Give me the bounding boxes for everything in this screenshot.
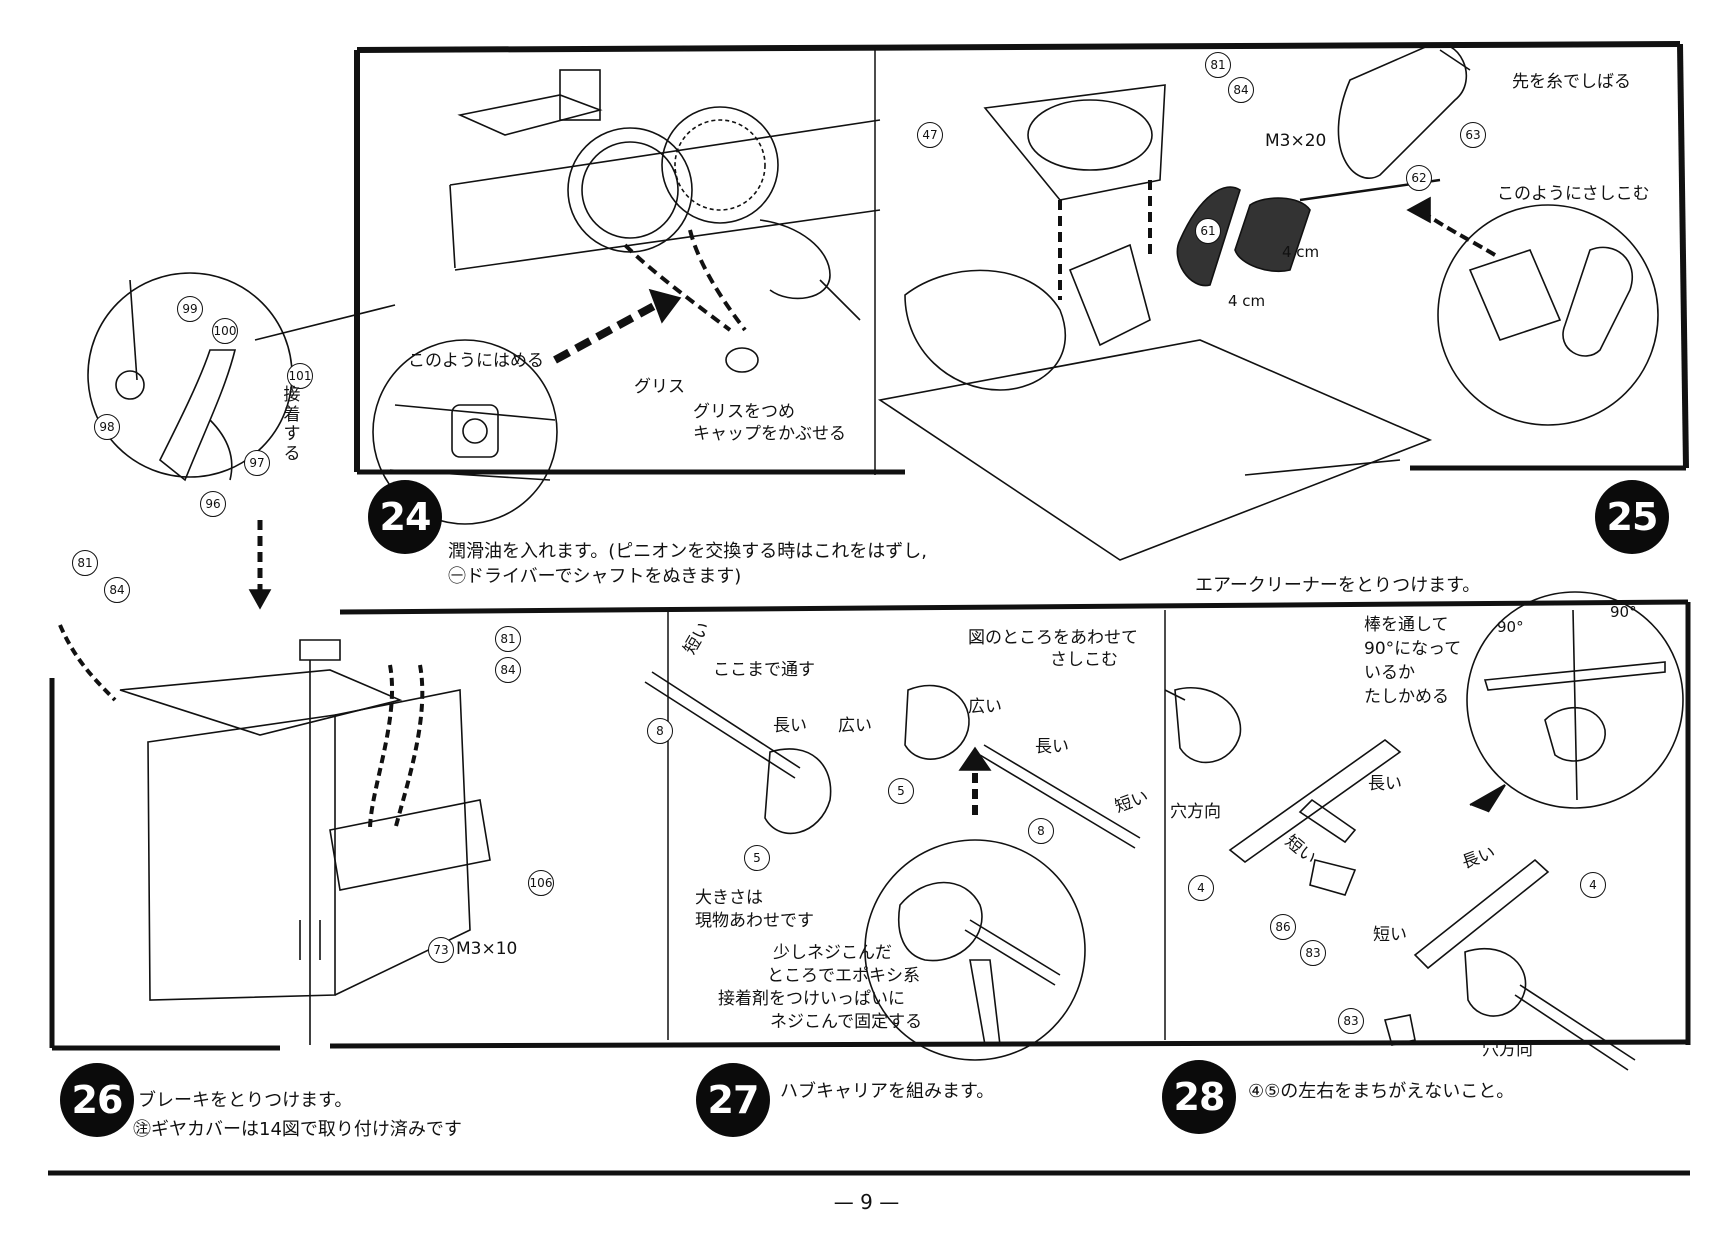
short-label-d: 短い — [1373, 925, 1407, 945]
step-25-caption: エアークリーナーをとりつけます。 — [1195, 575, 1481, 596]
match-label-line1: 図のところをあわせて — [968, 628, 1138, 648]
part-97: 97 — [244, 450, 270, 476]
cap-instruction-line2: キャップをかぶせる — [693, 424, 846, 444]
part-101: 101 — [287, 363, 313, 389]
part-62: 62 — [1406, 165, 1432, 191]
part-47: 47 — [917, 122, 943, 148]
step-24-caption-line2: ㊀ドライバーでシャフトをぬきます) — [448, 566, 742, 587]
part-8-right: 8 — [1028, 818, 1054, 844]
part-106: 106 — [528, 870, 554, 896]
part-5-left: 5 — [744, 845, 770, 871]
part-84: 84 — [1228, 77, 1254, 103]
through-label: ここまで通す — [713, 660, 815, 680]
epoxy-note-line4: ネジこんで固定する — [770, 1012, 923, 1032]
part-8-left: 8 — [647, 718, 673, 744]
length-4cm-b: 4 cm — [1228, 292, 1266, 310]
part-83-lower: 83 — [1338, 1008, 1364, 1034]
screw-m3x20-label: M3×20 — [1265, 131, 1327, 151]
step26-drawing — [58, 272, 491, 1045]
part-81-right: 81 — [495, 626, 521, 652]
part-96: 96 — [200, 491, 226, 517]
wide-label-a: 広い — [838, 716, 872, 736]
part-83-upper: 83 — [1300, 940, 1326, 966]
step27-drawing — [644, 671, 1141, 1061]
long-label-a: 長い — [773, 716, 807, 736]
size-note-line2: 現物あわせです — [695, 911, 814, 931]
angle-right-label: 90° — [1610, 603, 1637, 621]
step-26-badge: 26 — [60, 1063, 134, 1137]
grease-label: グリス — [634, 377, 685, 397]
step-24-caption-line1: 潤滑油を入れます。(ピニオンを交換する時はこれをはずし, — [448, 541, 927, 562]
part-100: 100 — [212, 318, 238, 344]
part-4-left: 4 — [1188, 875, 1214, 901]
epoxy-note-line3: 接着剤をつけいっぱいに — [718, 989, 905, 1009]
rod-note-line1: 棒を通して — [1364, 615, 1449, 635]
step-27-caption: ハブキャリアを組みます。 — [780, 1081, 995, 1102]
part-81-left: 81 — [72, 550, 98, 576]
part-84-left: 84 — [104, 577, 130, 603]
part-63: 63 — [1460, 122, 1486, 148]
cap-instruction-line1: グリスをつめ — [693, 402, 795, 422]
epoxy-note-line2: ところでエポキシ系 — [767, 966, 920, 986]
size-note-line1: 大きさは — [695, 888, 763, 908]
rod-note-line2: 90°になって — [1364, 639, 1462, 659]
angle-left-label: 90° — [1497, 618, 1524, 636]
part-5-right: 5 — [888, 778, 914, 804]
screw-m3x10-label: M3×10 — [456, 939, 518, 959]
part-98: 98 — [94, 414, 120, 440]
hole-direction-label-a: 穴方向 — [1170, 802, 1221, 822]
step-25-badge: 25 — [1595, 480, 1669, 554]
step-26-caption-note: ㊟ギヤカバーは14図で取り付け済みです — [133, 1119, 462, 1140]
rod-note-line3: いるか — [1364, 663, 1415, 683]
step-26-caption-line1: ブレーキをとりつけます。 — [138, 1090, 353, 1111]
part-81: 81 — [1205, 52, 1231, 78]
long-label-c: 長い — [1368, 774, 1402, 794]
step-28-caption: ④⑤の左右をまちがえないこと。 — [1248, 1081, 1515, 1102]
epoxy-note-line1: 少しネジこんだ — [773, 943, 892, 963]
part-86: 86 — [1270, 914, 1296, 940]
long-label-b: 長い — [1035, 737, 1069, 757]
step24-drawing — [372, 69, 881, 525]
step-24-badge: 24 — [368, 480, 442, 554]
part-73: 73 — [428, 937, 454, 963]
frame-top — [356, 41, 1681, 53]
step-28-badge: 28 — [1162, 1060, 1236, 1134]
frame-bottom — [339, 599, 1689, 615]
wide-label-b: 広い — [968, 697, 1002, 717]
tie-label: 先を糸でしばる — [1512, 72, 1631, 92]
insert-label: このようにさしこむ — [1497, 184, 1650, 204]
step-27-badge: 27 — [696, 1063, 770, 1137]
step25-drawing — [877, 42, 1659, 561]
hole-direction-label-b: 穴方向 — [1482, 1040, 1533, 1060]
part-4-right: 4 — [1580, 872, 1606, 898]
part-99: 99 — [177, 296, 203, 322]
inset-label: このようにはめる — [408, 351, 544, 371]
part-84-right: 84 — [495, 657, 521, 683]
match-label-line2: さしこむ — [1050, 650, 1118, 670]
length-4cm-a: 4 cm — [1282, 243, 1320, 261]
glue-label: 接着する — [283, 385, 301, 464]
page-number: — 9 — — [833, 1190, 900, 1214]
rod-note-line4: たしかめる — [1364, 687, 1449, 707]
step28-drawing — [1164, 591, 1684, 1071]
part-61: 61 — [1195, 218, 1221, 244]
